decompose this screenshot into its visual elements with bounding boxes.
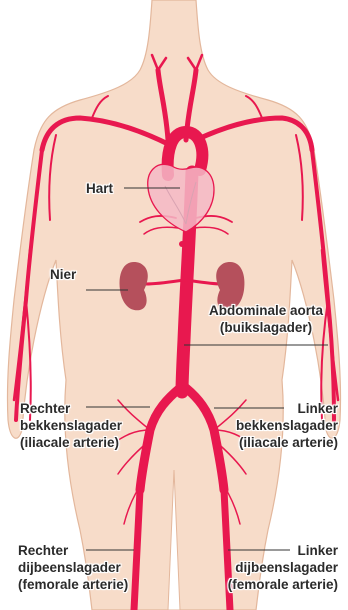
label-right-iliac-line3: (iliacale arterie) bbox=[20, 434, 122, 451]
label-aorta-line1: Abdominale aorta bbox=[196, 302, 336, 319]
label-kidney: Nier bbox=[50, 266, 76, 283]
label-right-femoral-line3: (femorale arterie) bbox=[18, 576, 128, 593]
label-left-iliac-line2: bekkenslagader bbox=[206, 417, 338, 434]
label-right-femoral-line1: Rechter bbox=[18, 542, 128, 559]
label-left-femoral-line1: Linker bbox=[206, 542, 338, 559]
label-heart-text: Hart bbox=[86, 181, 113, 196]
label-abdominal-aorta: Abdominale aorta (buikslagader) bbox=[196, 302, 336, 336]
label-left-iliac: Linker bekkenslagader (iliacale arterie) bbox=[206, 400, 338, 451]
label-left-femoral-line3: (femorale arterie) bbox=[206, 576, 338, 593]
label-heart: Hart bbox=[86, 180, 113, 197]
label-right-femoral: Rechter dijbeenslagader (femorale arteri… bbox=[18, 542, 128, 593]
label-aorta-line2: (buikslagader) bbox=[196, 319, 336, 336]
label-left-iliac-line3: (iliacale arterie) bbox=[206, 434, 338, 451]
label-left-iliac-line1: Linker bbox=[206, 400, 338, 417]
label-kidney-text: Nier bbox=[50, 267, 76, 282]
label-left-femoral-line2: dijbeenslagader bbox=[206, 559, 338, 576]
label-right-iliac: Rechter bekkenslagader (iliacale arterie… bbox=[20, 400, 122, 451]
label-right-femoral-line2: dijbeenslagader bbox=[18, 559, 128, 576]
label-right-iliac-line2: bekkenslagader bbox=[20, 417, 122, 434]
label-right-iliac-line1: Rechter bbox=[20, 400, 122, 417]
label-left-femoral: Linker dijbeenslagader (femorale arterie… bbox=[206, 542, 338, 593]
